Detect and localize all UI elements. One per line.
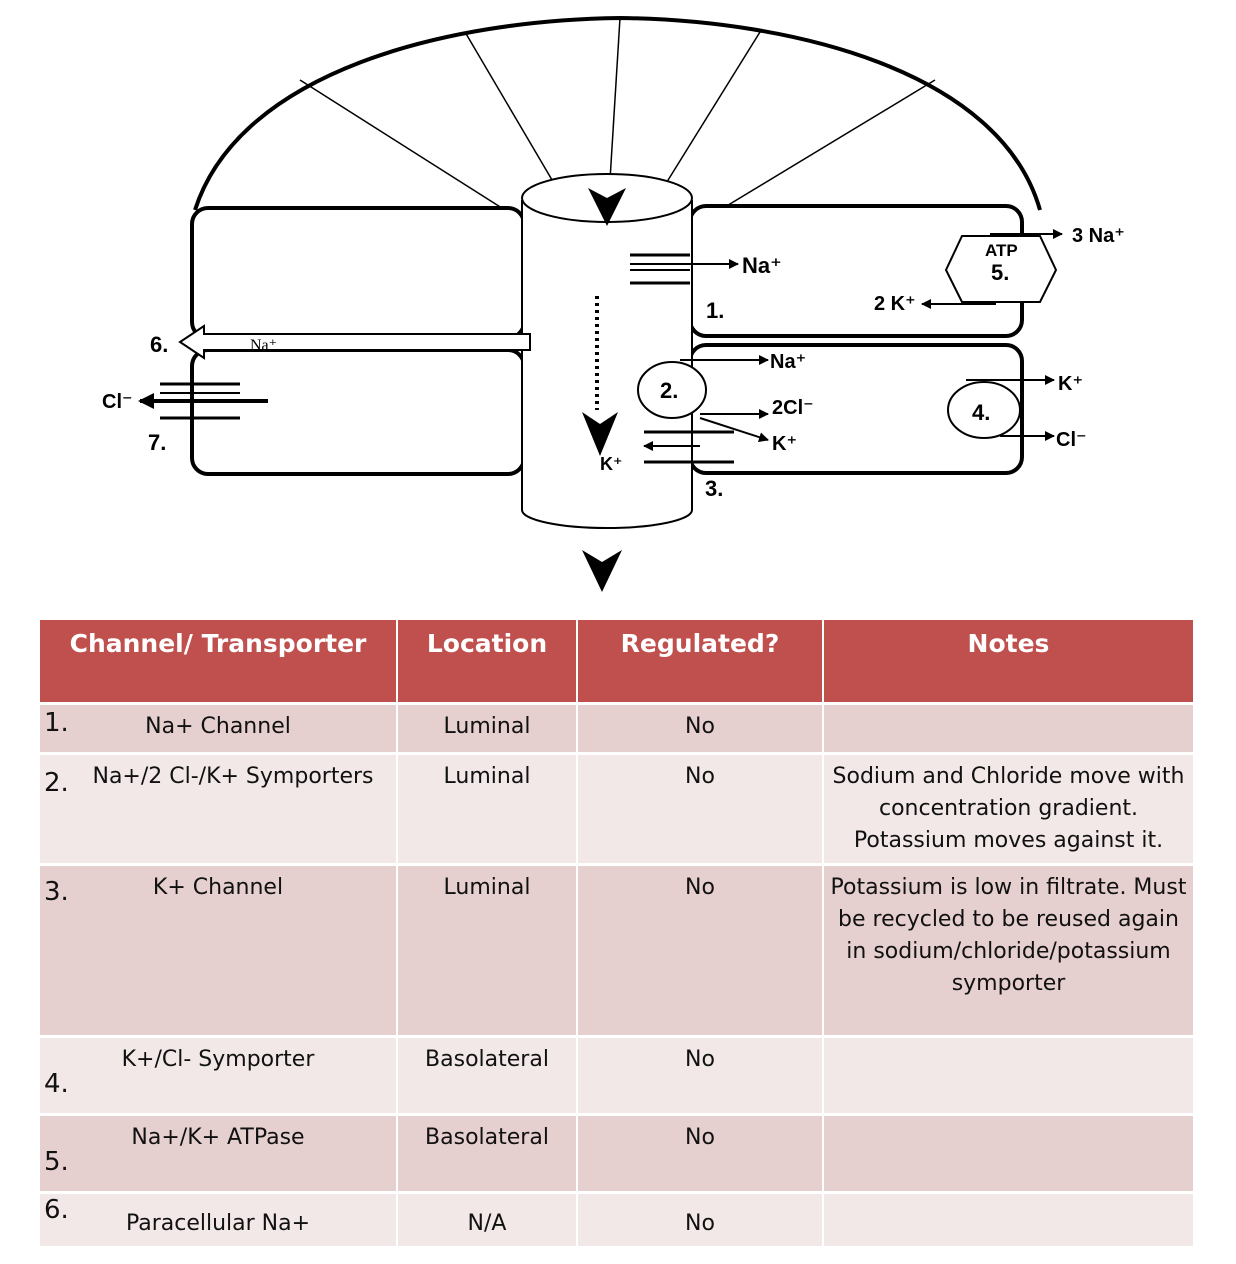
cell-notes [823, 1192, 1193, 1249]
flow-arrow-top [588, 188, 626, 226]
label-cl-left: Cl⁻ [102, 391, 133, 413]
transporter-table-container: Channel/ Transporter Location Regulated?… [40, 620, 1193, 1249]
label-na-para: Na⁺ [250, 337, 277, 354]
tubule-lumen [521, 173, 693, 529]
cl-channel-7 [160, 382, 240, 420]
cell-name: 6. Paracellular Na+ [40, 1192, 398, 1249]
transporter-table: Channel/ Transporter Location Regulated?… [40, 620, 1193, 1249]
cell-location: Luminal [397, 864, 578, 1038]
atpase-5 [944, 235, 1058, 303]
label-na-top: Na⁺ [742, 253, 782, 278]
transporter-name: K+ Channel [152, 875, 284, 900]
k-channel-3 [644, 430, 734, 464]
table-row: 1. Na+ Channel Luminal No [40, 703, 1193, 755]
row-number: 6. [44, 1195, 69, 1225]
cell-notes [823, 703, 1193, 755]
marker-3: 3. [705, 476, 723, 501]
cell-location: Luminal [397, 753, 578, 866]
label-3na: 3 Na⁺ [1072, 225, 1125, 247]
table-row: 3. K+ Channel Luminal No Potassium is low… [40, 864, 1193, 1038]
label-k-in: K⁺ [772, 433, 797, 455]
table-row: 6. Paracellular Na+ N/A No [40, 1192, 1193, 1249]
left-cell-lower [190, 348, 526, 476]
label-atp: ATP [985, 241, 1018, 260]
table-row: 5. Na+/K+ ATPase Basolateral No [40, 1114, 1193, 1194]
label-2cl: 2Cl⁻ [772, 397, 814, 419]
cell-notes [823, 1114, 1193, 1194]
label-k-lumen: K⁺ [600, 454, 623, 474]
transporter-name: K+/Cl- Symporter [121, 1047, 315, 1072]
marker-6: 6. [150, 332, 168, 357]
k-arrow-2 [699, 417, 769, 442]
table-header-row: Channel/ Transporter Location Regulated?… [40, 620, 1193, 705]
row-number: 5. [44, 1147, 69, 1177]
header-channel: Channel/ Transporter [40, 620, 398, 705]
cell-location: Basolateral [397, 1114, 578, 1194]
cell-name: 5. Na+/K+ ATPase [40, 1114, 398, 1194]
cell-regulated: No [577, 1036, 824, 1116]
cell-name: 4. K+/Cl- Symporter [40, 1036, 398, 1116]
label-2k: 2 K⁺ [874, 293, 916, 315]
cell-name: 2. Na+/2 Cl-/K+ Symporters [40, 753, 398, 866]
symporter-4 [947, 381, 1021, 439]
cell-name: 3. K+ Channel [40, 864, 398, 1038]
paracellular-na-arrow-6 [178, 324, 531, 360]
cell-name: 1. Na+ Channel [40, 703, 398, 755]
symporter-2 [637, 361, 707, 419]
transporter-name: Na+/K+ ATPase [131, 1125, 305, 1150]
dome-radial-lines [299, 17, 936, 211]
cell-regulated: No [577, 1114, 824, 1194]
cell-notes: Sodium and Chloride move with concentrat… [823, 753, 1193, 866]
cell-regulated: No [577, 753, 824, 866]
marker-1: 1. [706, 298, 724, 323]
cell-regulated: No [577, 703, 824, 755]
header-regulated: Regulated? [577, 620, 824, 705]
marker-2: 2. [660, 378, 678, 403]
na-channel-1 [630, 253, 690, 285]
transporter-name: Paracellular Na+ [125, 1211, 311, 1236]
cell-regulated: No [577, 1192, 824, 1249]
marker-5: 5. [991, 260, 1009, 285]
flow-arrow-mid [582, 412, 618, 456]
left-cell-upper [190, 206, 526, 340]
row-number: 2. [44, 768, 69, 798]
nephron-transport-diagram: Na⁺ 1. Na⁺ 2. 2Cl⁻ K⁺ K⁺ 3. ATP 5. 3 Na⁺… [102, 15, 1125, 592]
cell-notes [823, 1036, 1193, 1116]
cell-regulated: No [577, 864, 824, 1038]
label-na-mid: Na⁺ [770, 351, 806, 373]
row-number: 3. [44, 877, 69, 907]
header-notes: Notes [823, 620, 1193, 705]
table-row: 2. Na+/2 Cl-/K+ Symporters Luminal No Sod… [40, 753, 1193, 866]
cell-location: N/A [397, 1192, 578, 1249]
row-number: 4. [44, 1069, 69, 1099]
cell-notes: Potassium is low in filtrate. Must be re… [823, 864, 1193, 1038]
label-cl-right: Cl⁻ [1056, 429, 1087, 451]
label-k-right: K⁺ [1058, 373, 1083, 395]
row-number: 1. [44, 708, 69, 738]
flow-arrow-bottom [582, 550, 622, 592]
transporter-name: Na+/2 Cl-/K+ Symporters [92, 764, 374, 789]
cell-location: Basolateral [397, 1036, 578, 1116]
table-row: 4. K+/Cl- Symporter Basolateral No [40, 1036, 1193, 1116]
marker-4: 4. [972, 400, 990, 425]
header-location: Location [397, 620, 578, 705]
marker-7: 7. [148, 430, 166, 455]
cell-location: Luminal [397, 703, 578, 755]
transporter-name: Na+ Channel [145, 714, 291, 739]
